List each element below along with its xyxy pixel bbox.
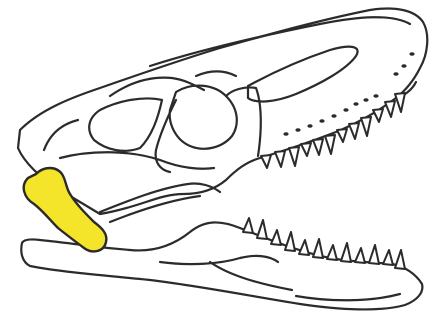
lower-tooth [285, 232, 295, 251]
lower-tooth [369, 245, 379, 264]
maxilla-pit [319, 119, 324, 123]
upper-tooth [373, 109, 383, 122]
maxilla-pit [343, 108, 348, 112]
upper-tooth [325, 135, 335, 154]
upper-tooth [349, 123, 359, 139]
maxilla-pit [409, 52, 414, 56]
lower-tooth [271, 230, 281, 245]
maxilla-pit [363, 98, 368, 102]
lower-tooth [327, 245, 337, 260]
upper-tooth [275, 151, 285, 167]
upper-tooth [337, 129, 347, 142]
lower-tooth [313, 239, 323, 258]
lower-tooth [299, 240, 309, 255]
lower-tooth [383, 250, 393, 265]
upper-tooth [361, 117, 371, 136]
maxilla-pit [283, 132, 288, 136]
maxilla-pit [373, 94, 378, 98]
maxilla-pit [393, 72, 398, 76]
upper-tooth [313, 139, 323, 155]
upper-tooth [301, 143, 311, 156]
lower-tooth [341, 243, 351, 262]
maxilla-pit [307, 124, 312, 128]
lower-tooth [243, 218, 253, 233]
lower-tooth [355, 248, 365, 263]
upper-tooth [261, 155, 271, 168]
cranium-outline [18, 9, 427, 215]
upper-tooth [289, 147, 299, 166]
lower-tooth [395, 250, 405, 269]
upper-tooth [385, 101, 395, 117]
maxilla-pit [401, 64, 406, 68]
lower-tooth [257, 220, 267, 239]
maxilla-pit [331, 114, 336, 118]
maxilla-pit [295, 128, 300, 132]
cranium [18, 9, 427, 223]
maxilla-pit [353, 102, 358, 106]
upper-tooth [395, 93, 405, 112]
